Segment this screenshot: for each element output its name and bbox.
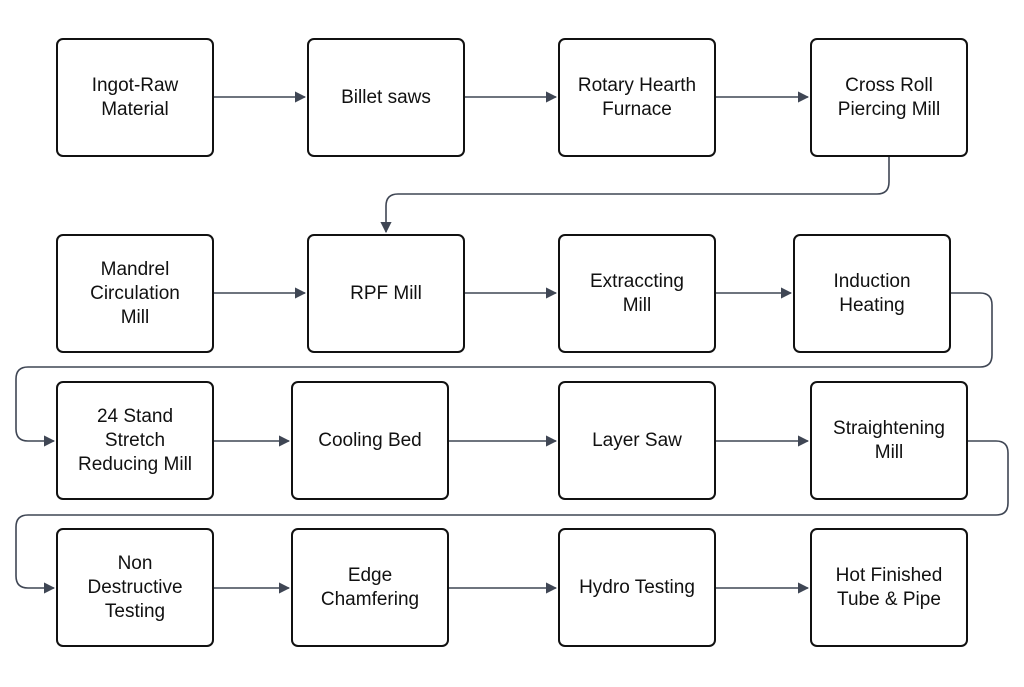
node-rotary-hearth-furnace: Rotary Hearth Furnace — [558, 38, 716, 157]
node-hydro-testing: Hydro Testing — [558, 528, 716, 647]
node-layer-saw: Layer Saw — [558, 381, 716, 500]
connector-cross-to-rpf — [380, 157, 890, 234]
node-label: Billet saws — [341, 86, 431, 108]
node-label: Cross Roll Piercing Mill — [837, 74, 941, 120]
node-cooling-bed: Cooling Bed — [291, 381, 449, 500]
node-label: Edge Chamfering — [320, 564, 420, 610]
connector-straight-to-ndt — [15, 440, 1009, 594]
node-hot-finished-tube-pipe: Hot Finished Tube & Pipe — [810, 528, 968, 647]
node-label: RPF Mill — [350, 282, 422, 304]
node-stretch-reducing-mill: 24 Stand Stretch Reducing Mill — [56, 381, 214, 500]
node-label: Mandrel Circulation Mill — [90, 258, 180, 328]
node-label: Hydro Testing — [579, 576, 695, 598]
node-cross-roll-piercing-mill: Cross Roll Piercing Mill — [810, 38, 968, 157]
node-label: Layer Saw — [592, 429, 682, 451]
node-ingot-raw-material: Ingot-Raw Material — [56, 38, 214, 157]
node-label: 24 Stand Stretch Reducing Mill — [77, 405, 193, 475]
node-induction-heating: Induction Heating — [793, 234, 951, 353]
connector-induction-to-stretch — [15, 292, 993, 447]
node-label: Induction Heating — [833, 270, 911, 316]
node-extracting-mill: Extraccting Mill — [558, 234, 716, 353]
node-straightening-mill: Straightening Mill — [810, 381, 968, 500]
node-billet-saws: Billet saws — [307, 38, 465, 157]
node-rpf-mill: RPF Mill — [307, 234, 465, 353]
node-label: Straightening Mill — [833, 417, 945, 463]
node-label: Extraccting Mill — [590, 270, 684, 316]
node-edge-chamfering: Edge Chamfering — [291, 528, 449, 647]
node-label: Ingot-Raw Material — [91, 74, 179, 120]
node-label: Non Destructive Testing — [87, 552, 183, 622]
node-label: Rotary Hearth Furnace — [577, 74, 697, 120]
node-label: Hot Finished Tube & Pipe — [835, 564, 943, 610]
node-label: Cooling Bed — [318, 429, 422, 451]
node-mandrel-circulation-mill: Mandrel Circulation Mill — [56, 234, 214, 353]
node-non-destructive-testing: Non Destructive Testing — [56, 528, 214, 647]
